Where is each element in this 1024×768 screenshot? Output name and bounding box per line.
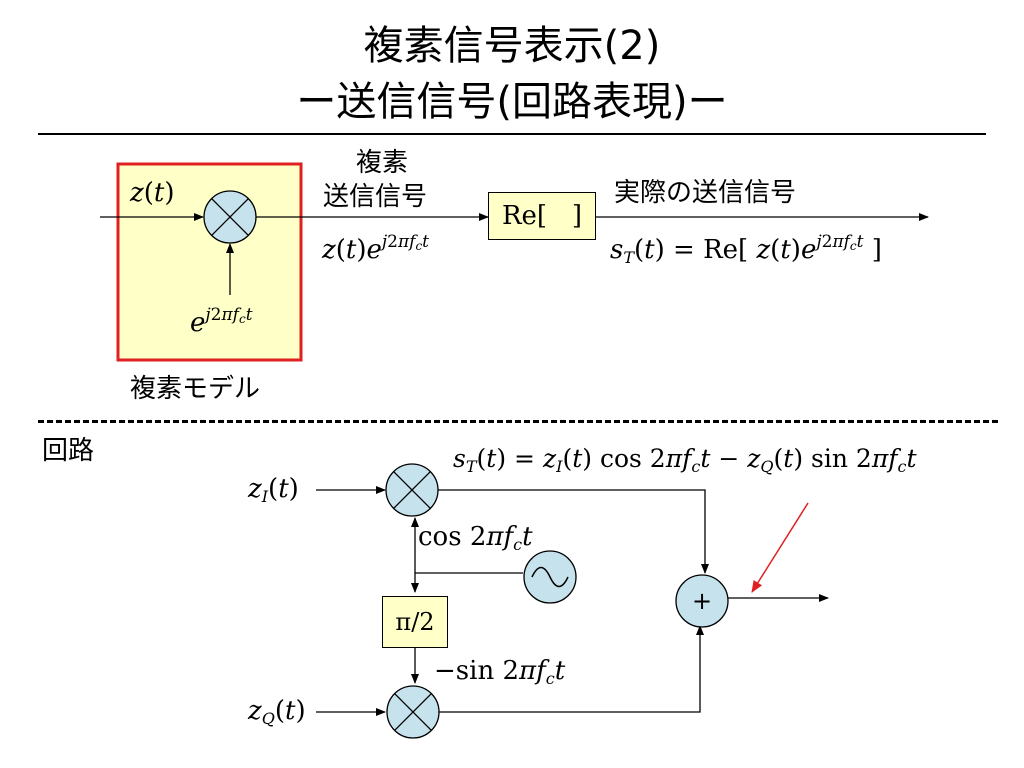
multiplier-i <box>385 463 439 517</box>
multiplier-q <box>386 685 440 739</box>
input-label: z(t) <box>130 178 175 208</box>
section-divider <box>38 420 998 423</box>
re-block-label: Re[ ] <box>501 201 583 231</box>
actual-signal-expr: sT(t) = Re[ z(t)ej2πfct ] <box>610 232 882 267</box>
phase-shift-label: π/2 <box>395 608 435 636</box>
output-expr: sT(t) = zI(t) cos 2πfct − zQ(t) sin 2πfc… <box>453 444 917 476</box>
q-branch-line <box>439 625 704 713</box>
carrier-label: ej2πfct <box>190 305 253 338</box>
zq-label: zQ(t) <box>248 696 306 728</box>
complex-signal-label-2: 送信信号 <box>323 182 428 212</box>
circuit-label: 回路 <box>42 436 95 466</box>
zi-label: zI(t) <box>248 474 299 506</box>
complex-model-label: 複素モデル <box>130 374 261 404</box>
phase-shift-block: π/2 <box>382 596 448 648</box>
title-line-2: ー送信信号(回路表現)ー <box>296 79 728 125</box>
oscillator-icon <box>523 550 577 604</box>
cos-label: cos 2πfct <box>418 522 533 554</box>
adder-plus-icon: + <box>691 587 713 615</box>
sin-label: −sin 2πfct <box>434 656 566 688</box>
adder-circle <box>675 574 729 628</box>
complex-signal-label-1: 複素 <box>356 148 409 178</box>
complex-model-box <box>116 162 303 362</box>
pointer-arrow <box>751 502 809 593</box>
actual-signal-label: 実際の送信信号 <box>614 178 797 208</box>
i-branch-line <box>438 489 709 574</box>
multiplier-top <box>203 190 257 244</box>
complex-signal-expr: z(t)ej2πfct <box>322 232 430 265</box>
title-line-1: 複素信号表示(2) <box>363 23 661 69</box>
re-block: Re[ ] <box>488 192 596 240</box>
title-rule <box>38 133 986 135</box>
